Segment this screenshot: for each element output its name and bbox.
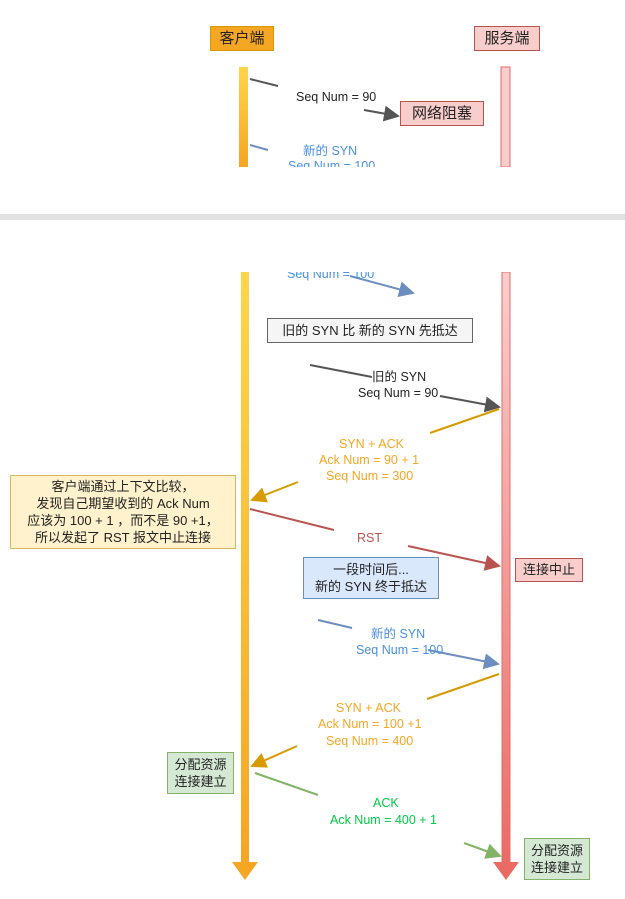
old-syn-arrow-tail	[439, 395, 501, 413]
old-syn-arrow-tail	[363, 105, 400, 122]
top-diagram	[239, 66, 511, 167]
old-seq-label: Seq Num = 90	[358, 386, 439, 400]
ack-arrow-tail	[463, 842, 502, 859]
bottom-diagram	[232, 272, 519, 880]
new-syn-arrow	[249, 144, 269, 151]
synack2-l2: Ack Num = 100 +1	[318, 717, 422, 731]
synack2-l1: SYN + ACK	[336, 701, 401, 715]
later-arrival-note: 一段时间后... 新的 SYN 终于抵达	[303, 557, 439, 599]
client-lifeline	[239, 67, 248, 167]
client-lifeline-arrowhead	[232, 862, 258, 880]
synack1-arrow-tail	[250, 481, 299, 503]
server-header: 服务端	[474, 26, 540, 51]
server-abort-box: 连接中止	[515, 558, 583, 582]
client-context-note: 客户端通过上下文比较， 发现自己期望收到的 Ack Num 应该为 100 + …	[10, 475, 236, 549]
synack2-arrow-tail	[250, 745, 298, 768]
old-first-note: 旧的 SYN 比 新的 SYN 先抵达	[267, 318, 473, 343]
server-lifeline-arrowhead	[493, 862, 519, 880]
server-lifeline	[500, 66, 511, 167]
synack1-l1: SYN + ACK	[339, 437, 404, 451]
synack1-l2: Ack Num = 90 + 1	[319, 453, 420, 467]
new-syn-arrow-tail	[349, 275, 415, 298]
client-lifeline	[241, 272, 249, 862]
old-syn-arrow-head	[309, 364, 373, 378]
new-syn-label: 新的 SYN	[303, 144, 358, 158]
server-alloc-box: 分配资源 连接建立	[524, 838, 590, 880]
server-lifeline	[501, 272, 511, 863]
bottom-panel: Seq Num = 100 旧的 SYN 比 新的 SYN 先抵达 旧的 SYN…	[0, 272, 625, 899]
new-syn2-label: 新的 SYN	[371, 627, 426, 641]
client-alloc-box: 分配资源 连接建立	[167, 752, 234, 794]
new-syn2-arrow-tail	[427, 649, 500, 670]
synack2-arrow-head	[426, 673, 500, 700]
new-syn2-arrow-head	[317, 619, 353, 629]
section-divider	[0, 214, 625, 220]
blocked-box: 网络阻塞	[400, 101, 484, 126]
synack1-l3: Seq Num = 300	[326, 469, 414, 483]
old-syn-label: 旧的 SYN	[372, 370, 427, 384]
seq-90-label: Seq Num = 90	[296, 90, 377, 104]
old-syn-arrow	[249, 78, 279, 87]
rst-arrow-tail	[407, 545, 501, 571]
ack-l2: Ack Num = 400 + 1	[330, 813, 438, 827]
rst-arrow-head	[249, 508, 335, 531]
new-seq-label: Seq Num = 100	[288, 159, 376, 167]
client-header: 客户端	[210, 26, 274, 51]
synack1-arrow-head	[429, 408, 500, 434]
synack2-l3: Seq Num = 400	[326, 734, 414, 748]
ack-arrow-head	[254, 772, 319, 796]
cut-seq-label: Seq Num = 100	[287, 272, 375, 281]
new-seq2-label: Seq Num = 100	[356, 643, 444, 657]
rst-label: RST	[357, 531, 382, 545]
ack-l1: ACK	[373, 796, 399, 810]
top-panel: 客户端 服务端 Seq Num = 90 网络阻塞 新的 SYN Seq Num…	[0, 0, 625, 167]
